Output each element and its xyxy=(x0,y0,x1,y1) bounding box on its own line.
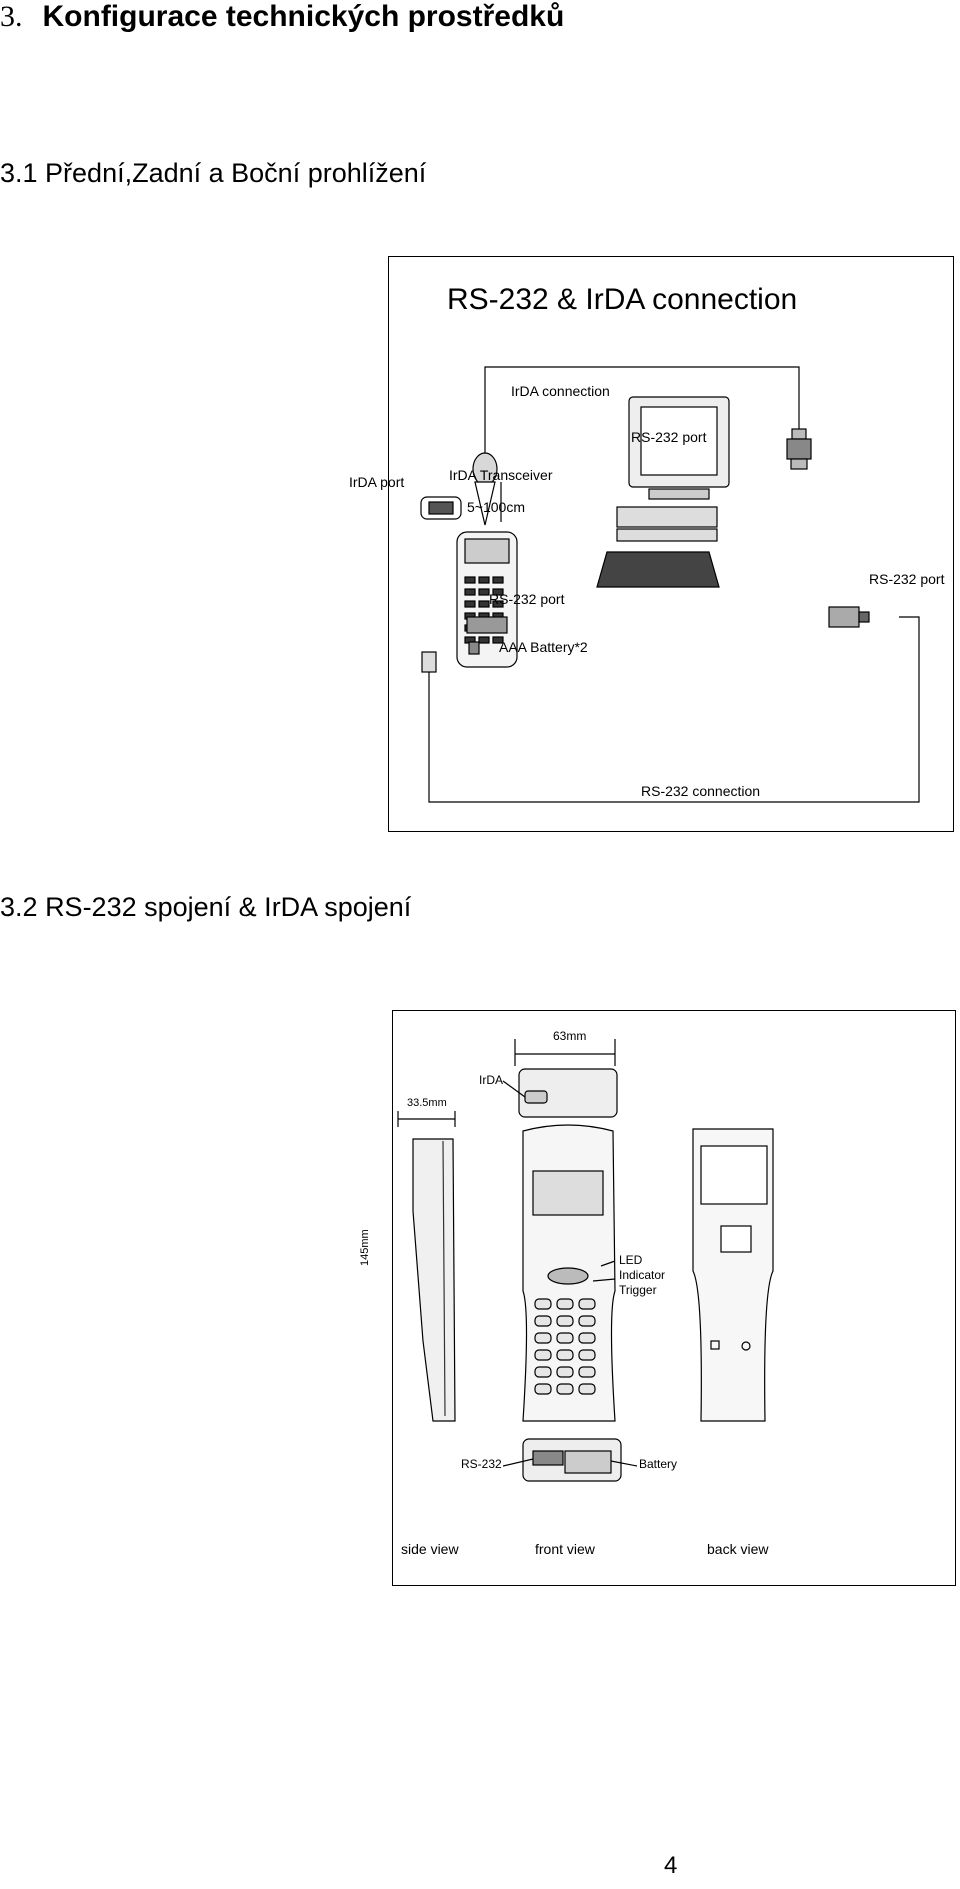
rs232-port-device-label: RS-232 port xyxy=(489,591,565,607)
device-views-diagram xyxy=(397,1039,774,1482)
front-view-label: front view xyxy=(535,1541,595,1557)
page-number: 4 xyxy=(664,1852,678,1879)
height-dimension-label: 145mm xyxy=(359,1229,371,1266)
led-label: LED xyxy=(619,1253,643,1267)
irda-port-label: IrDA port xyxy=(349,474,405,490)
subsection-2-title: RS-232 spojení & IrDA spojení xyxy=(45,892,412,922)
trigger-label: Trigger xyxy=(619,1283,657,1297)
section-number: 3. xyxy=(0,0,23,33)
irda-transceiver-label: IrDA Transceiver xyxy=(449,467,553,483)
figure-rs232-irda-connection: RS-232 & IrDA connection IrDA connection… xyxy=(349,256,954,832)
rs232-label: RS-232 xyxy=(461,1457,502,1471)
back-view-label: back view xyxy=(707,1541,769,1557)
figure-device-views: 63mm IrDA 33.5mm 145mm LED Indicator Tri… xyxy=(359,1010,956,1586)
indicator-label: Indicator xyxy=(619,1268,666,1282)
rs232-port-pc-label: RS-232 port xyxy=(869,571,945,587)
subsection-1-title: 3.1 Přední,Zadní a Boční prohlížení xyxy=(0,158,427,188)
subsection-2-number: 3.2 xyxy=(0,892,38,922)
irda-label: IrDA xyxy=(479,1073,503,1087)
rs232-connection-label: RS-232 connection xyxy=(641,783,761,799)
section-title: Konfigurace technických prostředků xyxy=(42,0,565,33)
rs232-port-top-label: RS-232 port xyxy=(631,429,707,445)
depth-dimension-label: 33.5mm xyxy=(407,1097,447,1109)
width-dimension-label: 63mm xyxy=(553,1029,587,1043)
section-heading: 3. Konfigurace technických prostředků xyxy=(0,0,564,34)
side-view-label: side view xyxy=(401,1541,459,1557)
subsection-2-heading: 3.2 RS-232 spojení & IrDA spojení xyxy=(0,892,411,923)
battery-label-2: Battery xyxy=(639,1457,678,1471)
distance-label: 5~100cm xyxy=(467,499,525,515)
figure-1-title: RS-232 & IrDA connection xyxy=(447,283,798,316)
battery-label: AAA Battery*2 xyxy=(499,639,588,655)
irda-connection-label: IrDA connection xyxy=(511,383,610,399)
connection-diagram xyxy=(420,366,920,803)
